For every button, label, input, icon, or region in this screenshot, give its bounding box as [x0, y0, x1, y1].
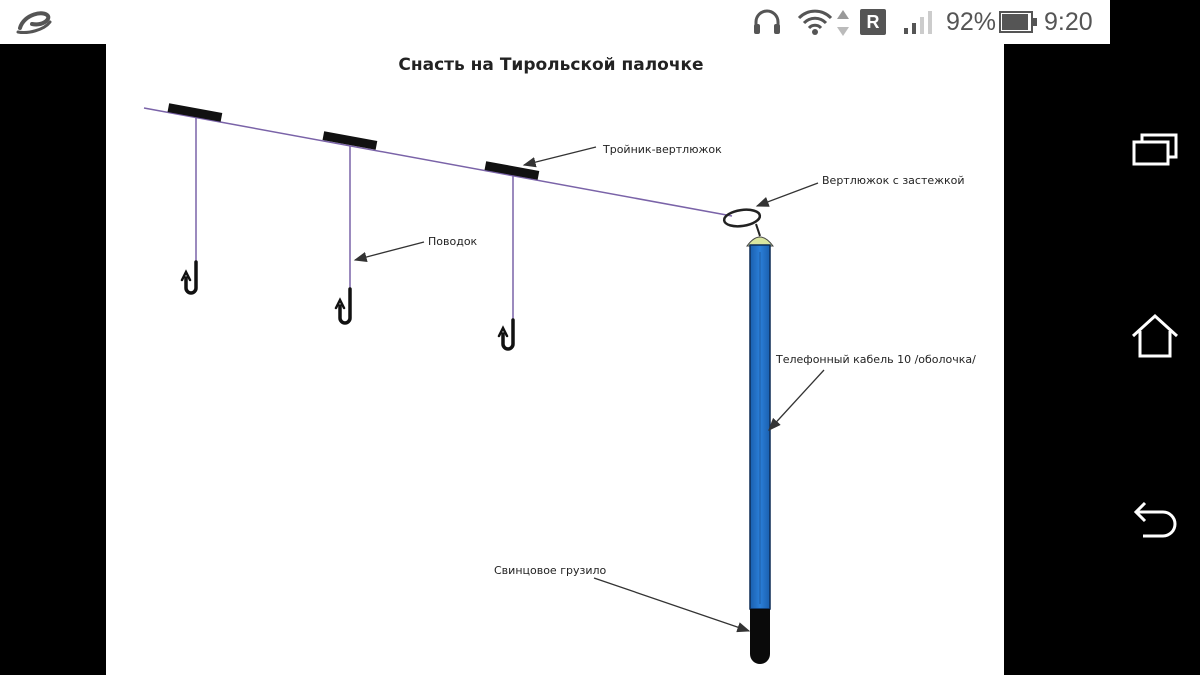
signal-icon — [904, 11, 932, 34]
roaming-badge-text: R — [866, 12, 880, 32]
battery-percent: 92% — [946, 8, 997, 36]
snap-link — [755, 223, 761, 237]
recents-button[interactable] — [1125, 120, 1185, 180]
label-leader: Поводок — [428, 235, 478, 248]
recents-icon — [1132, 133, 1178, 166]
app-logo-icon — [16, 11, 52, 34]
diagram-image: Снасть на Тирольской палочке — [106, 44, 1004, 675]
status-bar: R 92% 9:20 — [0, 0, 1110, 44]
lead-sinker — [750, 609, 770, 664]
label-sinker: Свинцовое грузило — [494, 564, 606, 577]
arrow-leader — [353, 241, 425, 263]
roaming-icon: R — [860, 9, 886, 35]
hook-1 — [180, 260, 198, 295]
swivel-cap — [746, 236, 774, 247]
back-button[interactable] — [1125, 492, 1185, 552]
swivel-tee-3 — [484, 161, 540, 180]
label-cable: Телефонный кабель 10 /оболочка/ — [775, 353, 976, 366]
arrow-swivel-tee — [522, 146, 597, 168]
diagram-title: Снасть на Тирольской палочке — [398, 55, 703, 75]
snap-swivel-ring — [722, 208, 762, 228]
label-snap-swivel: Вертлюжок с застежкой — [822, 174, 965, 187]
swivel-tee-2 — [322, 131, 378, 150]
hook-3 — [497, 318, 515, 351]
wifi-icon — [797, 9, 833, 35]
headphones-icon — [754, 9, 780, 34]
hook-2 — [334, 287, 352, 325]
arrow-cable — [768, 369, 825, 431]
arrow-snap-swivel — [755, 182, 819, 207]
clock-time: 9:20 — [1044, 8, 1093, 36]
battery-icon — [999, 11, 1037, 33]
home-icon — [1131, 313, 1179, 358]
arrow-sinker — [593, 577, 751, 633]
home-button[interactable] — [1125, 306, 1185, 366]
main-line — [143, 107, 733, 217]
swivel-tee-1 — [167, 103, 223, 122]
tackle-diagram: Снасть на Тирольской палочке — [143, 55, 976, 664]
data-arrows-icon — [837, 10, 849, 36]
back-icon — [1133, 501, 1177, 538]
label-swivel-tee: Тройник-вертлюжок — [602, 143, 722, 156]
navigation-bar — [1110, 44, 1200, 675]
